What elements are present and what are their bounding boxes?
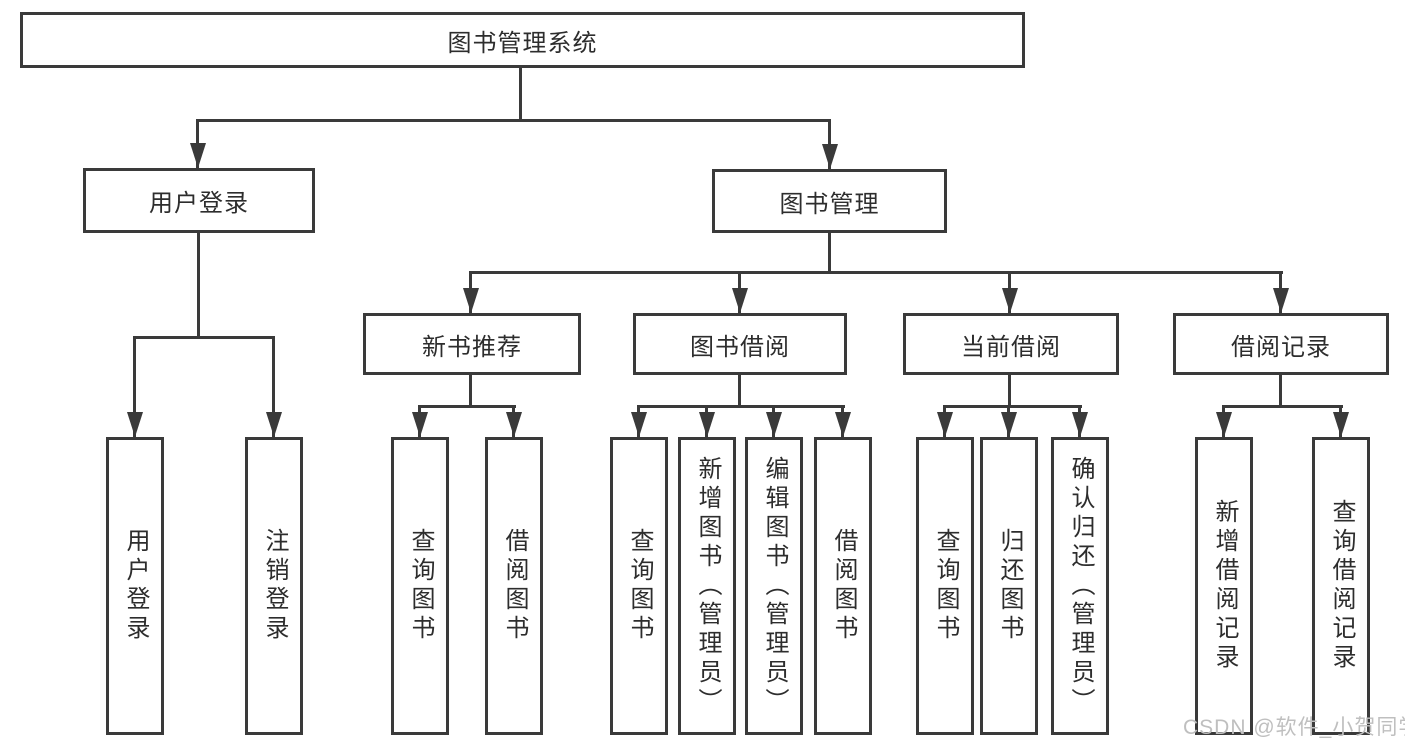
arrow-down-icon [1333,412,1349,437]
csdn-watermark: CSDN @软件_小贺同学 [1183,716,1405,739]
leaf-label: 注销登录 [261,528,288,644]
leaf-logout: 注销登录 [245,437,303,735]
arrow-down-icon [822,144,838,169]
arrow-down-icon [1273,288,1289,313]
connector-line [272,336,275,437]
node-new-book-recommendation: 新书推荐 [363,313,581,375]
leaf-user-login: 用户登录 [106,437,164,735]
arrow-down-icon [631,412,647,437]
connector-line [469,271,1283,274]
leaf-label: 编辑图书（管理员） [761,455,788,717]
arrow-down-icon [463,288,479,313]
connector-line [1222,405,1343,408]
leaf-return-books: 归还图书 [980,437,1038,735]
node-label: 图书管理系统 [447,29,598,57]
arrow-down-icon [937,412,953,437]
leaf-label: 新增图书（管理员） [694,455,721,717]
arrow-down-icon [835,412,851,437]
node-book-management: 图书管理 [712,169,947,233]
connector-line [1008,375,1011,406]
node-label: 图书借阅 [690,333,790,361]
connector-line [133,336,136,437]
connector-line [197,233,200,337]
arrow-down-icon [732,288,748,313]
arrow-down-icon [1001,412,1017,437]
connector-line [943,405,1082,408]
arrow-down-icon [699,412,715,437]
leaf-label: 查询图书 [932,528,959,644]
leaf-label: 用户登录 [122,528,149,644]
node-user-login: 用户登录 [83,168,315,233]
node-borrowing-records: 借阅记录 [1173,313,1389,375]
node-label: 当前借阅 [961,333,1061,361]
node-label: 借阅记录 [1231,333,1331,361]
connector-line [828,233,831,274]
leaf-label: 借阅图书 [830,528,857,644]
leaf-label: 确认归还（管理员） [1067,455,1094,717]
node-library-system: 图书管理系统 [20,12,1025,68]
leaf-query-books-current: 查询图书 [916,437,974,735]
arrow-down-icon [127,412,143,437]
leaf-add-borrow-record: 新增借阅记录 [1195,437,1253,735]
node-label: 图书管理 [779,190,880,218]
leaf-label: 查询图书 [407,528,434,644]
leaf-borrow-books-recommend: 借阅图书 [485,437,543,735]
arrow-down-icon [1002,288,1018,313]
node-current-borrowing: 当前借阅 [903,313,1119,375]
arrow-down-icon [1216,412,1232,437]
node-book-borrowing: 图书借阅 [633,313,847,375]
leaf-label: 查询借阅记录 [1328,499,1355,673]
connector-line [469,375,472,407]
leaf-label: 借阅图书 [501,528,528,644]
connector-line [637,405,845,408]
connector-line [1279,375,1282,406]
leaf-borrow-books: 借阅图书 [814,437,872,735]
connector-line [133,336,275,339]
leaf-query-borrow-record: 查询借阅记录 [1312,437,1370,735]
leaf-label: 归还图书 [996,528,1023,644]
arrow-down-icon [506,412,522,437]
arrow-down-icon [1072,412,1088,437]
leaf-query-books-borrow: 查询图书 [610,437,668,735]
leaf-add-books-admin: 新增图书（管理员） [678,437,736,735]
leaf-edit-books-admin: 编辑图书（管理员） [745,437,803,735]
node-label: 用户登录 [149,190,249,217]
connector-line [418,405,516,408]
arrow-down-icon [766,412,782,437]
connector-line [738,375,741,406]
node-label: 新书推荐 [422,333,522,361]
leaf-label: 新增借阅记录 [1211,499,1238,673]
arrow-down-icon [266,412,282,437]
connector-line [196,119,831,122]
leaf-query-books-recommend: 查询图书 [391,437,449,735]
arrow-down-icon [412,412,428,437]
leaf-label: 查询图书 [626,528,653,644]
arrow-down-icon [190,143,206,168]
connector-line [519,68,522,120]
leaf-confirm-return-admin: 确认归还（管理员） [1051,437,1109,735]
